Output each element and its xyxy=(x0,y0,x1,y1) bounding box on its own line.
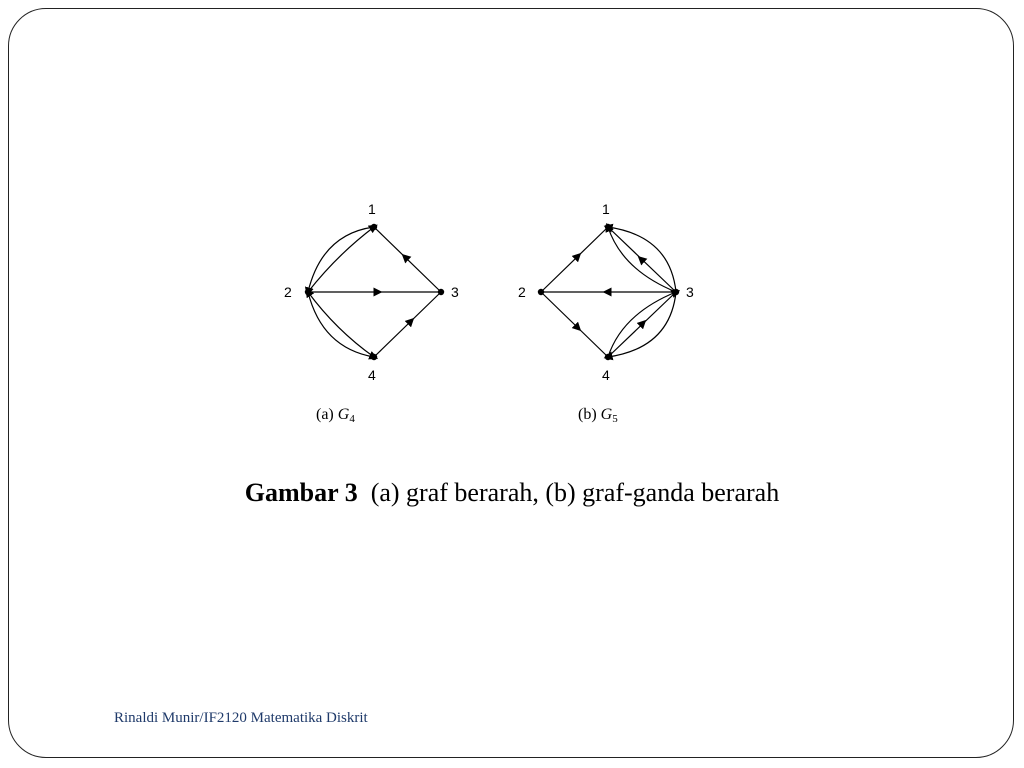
vertex-label-2: 2 xyxy=(284,284,292,300)
graph-g5: 1 2 3 4 (b) G5 xyxy=(518,201,694,425)
vertex-label-3: 3 xyxy=(686,284,694,300)
graph-caption-prefix: (b) xyxy=(578,406,601,423)
figure-caption-label: Gambar 3 xyxy=(244,478,358,507)
footer-credit: Rinaldi Munir/IF2120 Matematika Diskrit xyxy=(114,710,368,726)
edge-3-1-arc-outer xyxy=(607,226,677,293)
vertex-3 xyxy=(437,288,445,296)
slide-frame xyxy=(8,8,1014,758)
graph-caption-g5: (b) G5 xyxy=(578,406,618,425)
vertex-4 xyxy=(370,353,378,361)
vertex-label-1: 1 xyxy=(368,201,376,217)
graph-caption-g4: (a) G4 xyxy=(316,406,355,425)
vertex-label-4: 4 xyxy=(602,367,610,383)
edge-1-2-arc-lower xyxy=(307,226,375,293)
vertex-2 xyxy=(304,288,312,296)
edge-2-4-arc-lower xyxy=(307,291,375,358)
graph-caption-sub: 4 xyxy=(349,413,355,425)
edge-2-1-arc-upper xyxy=(307,226,375,293)
vertex-1 xyxy=(604,223,612,231)
graph-caption-sub: 5 xyxy=(612,413,618,425)
edge-4-3-arc-inner xyxy=(607,291,677,358)
edge-3-1-arc-inner xyxy=(607,226,677,293)
vertex-label-2: 2 xyxy=(518,284,526,300)
graph-caption-prefix: (a) xyxy=(316,406,338,423)
edge-2-1 xyxy=(540,226,609,293)
vertex-3 xyxy=(672,288,680,296)
edge-4-3 xyxy=(373,291,442,358)
vertex-label-4: 4 xyxy=(368,367,376,383)
figure-caption: Gambar 3 (a) graf berarah, (b) graf-gand… xyxy=(0,478,1024,508)
graph-caption-var: G xyxy=(601,406,613,423)
edge-2-4 xyxy=(540,291,609,358)
vertex-1 xyxy=(370,223,378,231)
edge-3-1 xyxy=(373,226,442,293)
vertex-4 xyxy=(604,353,612,361)
figure-caption-text: (a) graf berarah, (b) graf-ganda berarah xyxy=(370,478,780,507)
edge-4-2-arc-upper xyxy=(307,291,375,358)
vertex-label-1: 1 xyxy=(602,201,610,217)
edge-3-4-arc-outer xyxy=(607,291,677,358)
graph-g4: 1 2 3 4 (a) G4 xyxy=(284,201,459,425)
graph-caption-var: G xyxy=(338,406,350,423)
vertex-2 xyxy=(537,288,545,296)
vertex-label-3: 3 xyxy=(451,284,459,300)
